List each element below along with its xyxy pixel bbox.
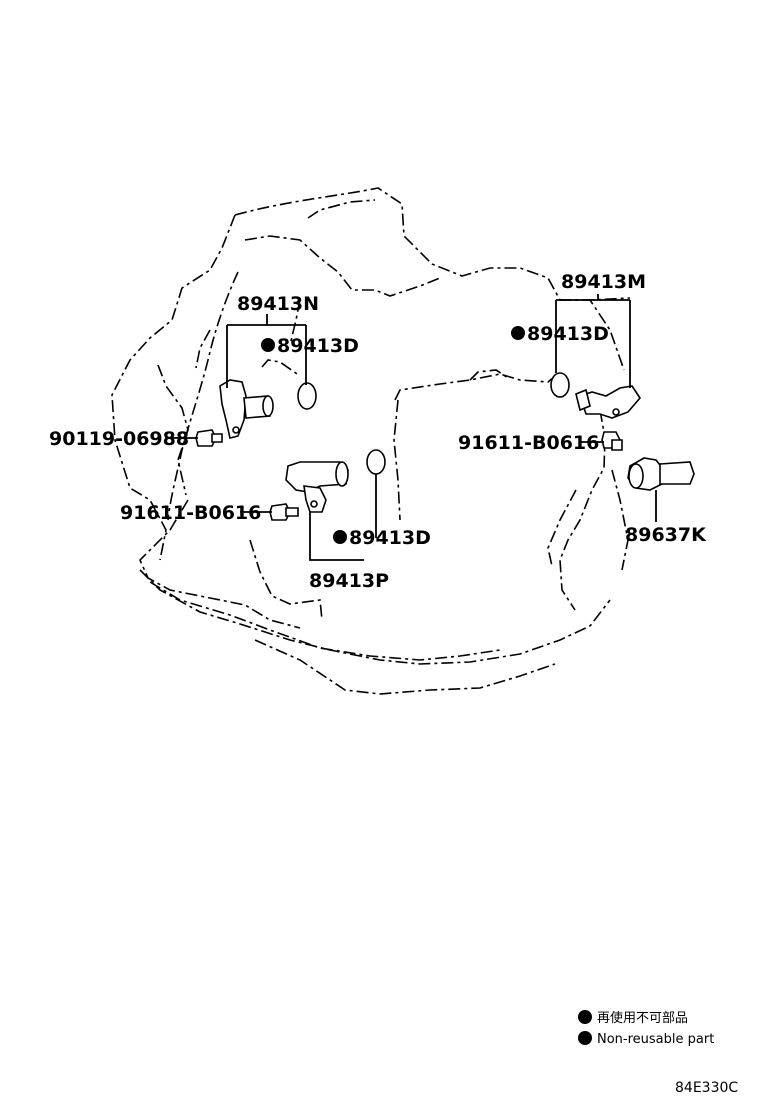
non-reusable-marker xyxy=(261,338,275,352)
bolt-center xyxy=(269,503,299,521)
callout-89637k: 89637K xyxy=(625,524,707,546)
bolt-right xyxy=(601,431,623,451)
o-ring-center xyxy=(366,449,386,475)
callout-89413d-center: 89413D xyxy=(349,527,431,549)
sensor-89413p xyxy=(285,461,349,513)
o-ring-right xyxy=(550,372,570,398)
sensor-89413m xyxy=(575,385,642,419)
legend-marker xyxy=(578,1031,592,1045)
callout-91611-b0616-center: 91611-B0616 xyxy=(120,502,261,524)
non-reusable-marker xyxy=(511,326,525,340)
legend-english: Non-reusable part xyxy=(597,1032,714,1047)
callout-89413d-left: 89413D xyxy=(277,335,359,357)
legend: 再使用不可部品 Non-reusable part xyxy=(578,1010,714,1047)
bolt-left xyxy=(195,429,223,447)
callout-89413p: 89413P xyxy=(309,570,389,592)
legend-marker xyxy=(578,1010,592,1024)
illustration-code: 84E330C xyxy=(675,1080,738,1096)
callout-89413n: 89413N xyxy=(237,293,319,315)
legend-japanese: 再使用不可部品 xyxy=(597,1010,688,1026)
callout-90119-06988: 90119-06988 xyxy=(49,428,189,450)
leader-lines xyxy=(165,294,657,561)
callout-89413m: 89413M xyxy=(561,271,646,293)
o-ring-left xyxy=(297,382,317,410)
callout-89413d-right: 89413D xyxy=(527,323,609,345)
non-reusable-marker xyxy=(333,530,347,544)
sensor-89637k xyxy=(627,457,695,491)
sensor-89413n xyxy=(219,379,274,439)
engine-outline xyxy=(111,187,631,695)
callout-91611-b0616-right: 91611-B0616 xyxy=(458,432,599,454)
